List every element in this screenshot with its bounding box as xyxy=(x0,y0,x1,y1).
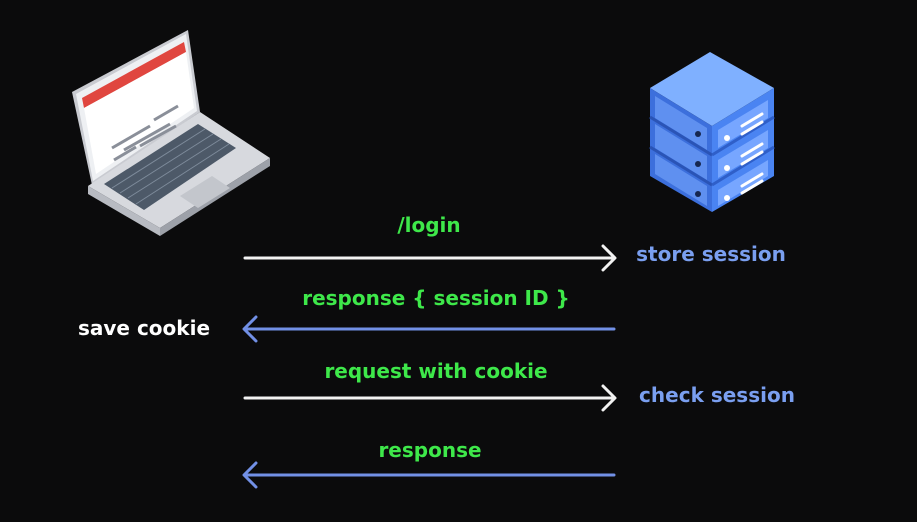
message-label-login: /login xyxy=(397,213,461,237)
arrow-session-response xyxy=(242,315,616,343)
arrow-login xyxy=(243,244,617,272)
server-note-check-session: check session xyxy=(639,383,795,407)
arrow-request-cookie xyxy=(243,384,617,412)
client-note-save-cookie: save cookie xyxy=(77,316,211,340)
message-label-response: response xyxy=(378,438,482,462)
arrow-final-response xyxy=(242,461,616,489)
message-label-session-id: response { session ID } xyxy=(302,286,570,310)
message-label-request-cookie: request with cookie xyxy=(324,359,548,383)
server-note-store-session: store session xyxy=(636,242,786,266)
